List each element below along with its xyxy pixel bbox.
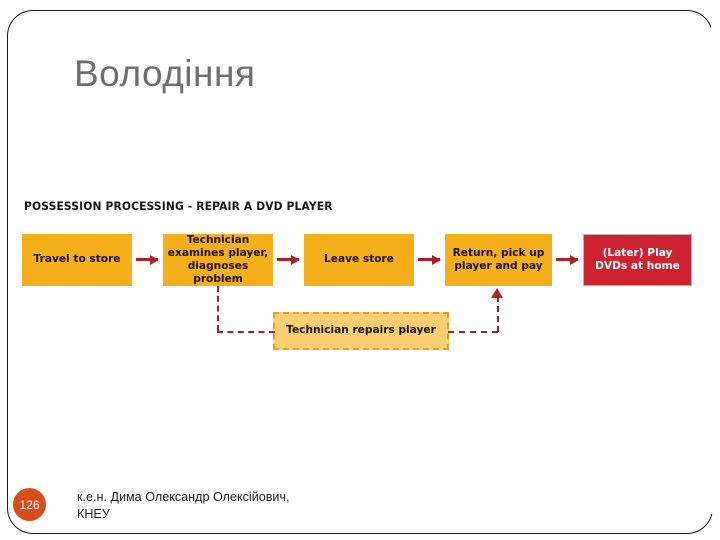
dashed-connector-down bbox=[217, 286, 219, 331]
dashed-connector-up bbox=[497, 296, 499, 332]
flow-node-technician-repairs-player: Technician repairs player bbox=[273, 312, 449, 350]
page-title: Володіння bbox=[74, 53, 256, 94]
footer-author-line-2: КНЕУ bbox=[77, 507, 110, 521]
frame-mask-right bbox=[711, 24, 720, 514]
slide-number-badge: 126 bbox=[13, 488, 46, 521]
arrow-up-icon bbox=[491, 288, 503, 298]
flow-node-leave-store: Leave store bbox=[304, 234, 414, 286]
dashed-connector-right bbox=[448, 331, 498, 333]
dashed-connector-left bbox=[217, 331, 275, 333]
flow-node-play-dvds-at-home: (Later) Play DVDs at home bbox=[583, 234, 692, 286]
arrow-right-icon bbox=[556, 254, 579, 265]
arrow-right-icon bbox=[136, 254, 159, 265]
flow-node-return-pick-up: Return, pick up player and pay bbox=[445, 234, 552, 286]
frame-mask-top bbox=[0, 0, 720, 10]
process-flow-diagram: POSSESSION PROCESSING - REPAIR A DVD PLA… bbox=[0, 192, 720, 372]
arrow-right-icon bbox=[418, 254, 441, 265]
footer-author: к.е.н. Дима Олександр Олексійович, КНЕУ bbox=[77, 489, 407, 523]
diagram-heading: POSSESSION PROCESSING - REPAIR A DVD PLA… bbox=[24, 199, 333, 213]
flow-node-travel-to-store: Travel to store bbox=[22, 234, 132, 286]
arrow-right-icon bbox=[277, 254, 300, 265]
footer-author-line-1: к.е.н. Дима Олександр Олексійович, bbox=[77, 490, 290, 504]
flow-node-technician-examines: Technician examines player, diagnoses pr… bbox=[163, 234, 273, 286]
